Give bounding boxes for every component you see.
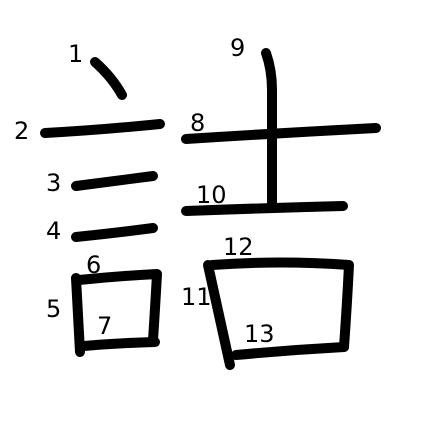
stroke-9: [261, 48, 277, 210]
stroke-numbers: 1 2 3 4 5 6 7 8 9 10 11 12 13: [14, 34, 275, 348]
stroke-10: [181, 201, 348, 216]
stroke-number-13: 13: [244, 320, 275, 348]
stroke-2: [40, 119, 165, 138]
stroke-number-4: 4: [46, 217, 61, 245]
stroke-number-10: 10: [196, 181, 227, 209]
stroke-number-12: 12: [223, 233, 254, 261]
stroke-number-1: 1: [68, 40, 83, 68]
stroke-number-6: 6: [86, 251, 101, 279]
stroke-3: [71, 171, 158, 191]
stroke-number-9: 9: [230, 34, 245, 62]
stroke-13: [231, 342, 349, 360]
stroke-6: [74, 269, 162, 345]
stroke-1: [90, 57, 127, 100]
stroke-number-8: 8: [190, 109, 205, 137]
stroke-number-11: 11: [181, 283, 212, 311]
stroke-number-7: 7: [97, 312, 112, 340]
stroke-5: [71, 273, 85, 357]
stroke-7: [79, 337, 160, 351]
stroke-8: [181, 123, 381, 144]
stroke-number-5: 5: [46, 295, 61, 323]
stroke-number-2: 2: [14, 117, 29, 145]
stroke-number-3: 3: [46, 169, 61, 197]
stroke-12: [207, 257, 354, 352]
strokes: [40, 48, 381, 370]
stroke-11: [203, 260, 235, 370]
stroke-4: [71, 223, 158, 242]
